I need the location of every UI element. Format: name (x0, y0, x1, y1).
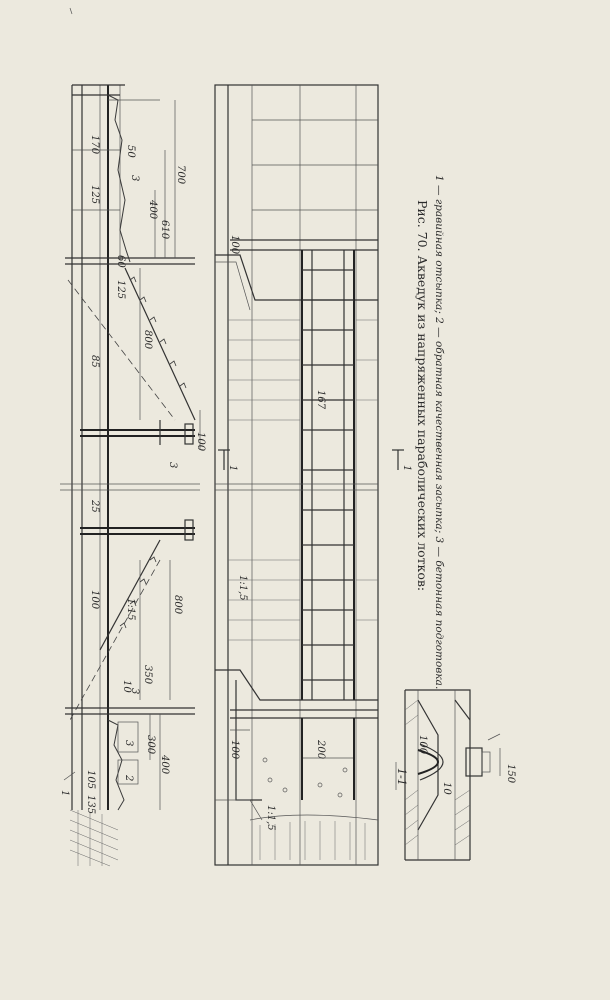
dim-label: 135 (85, 795, 96, 814)
leader-label: 1 (59, 790, 70, 796)
dim-label: 50 (125, 145, 136, 158)
dim-label: 100 (195, 432, 206, 452)
dim-label: 300 (145, 735, 156, 755)
gravel-symbols (262, 757, 348, 798)
dim-label: 800 (172, 595, 183, 615)
dim-label: 60 (115, 255, 126, 268)
leader-label: 3 (129, 175, 140, 181)
ground-hatch (69, 809, 119, 867)
elevation-view: 170 50 125 700 400 610 60 125 800 85 100… (59, 84, 206, 867)
dim-label: 400 (147, 199, 158, 220)
dim-label: 100 (229, 740, 240, 760)
leader-label: 3 (129, 688, 140, 694)
dim-label: 100 (229, 235, 240, 255)
dim-label: 105 (85, 770, 96, 789)
plan-view: 1 1 100 167 200 100 1:1,5 1:1,5 (214, 84, 412, 866)
cut-mark: 1 (227, 465, 238, 471)
leader-label: 3 (167, 462, 178, 468)
slope-hatch (228, 319, 378, 641)
section-label: 1-1 (395, 768, 408, 786)
dim-label: 125 (89, 185, 100, 204)
caption-legend: 1 — гравийная отсыпка; 2 — обратная каче… (433, 175, 445, 689)
dim-label: 700 (175, 165, 186, 185)
slope-label: 1:15 (125, 598, 136, 620)
dim-label: 350 (142, 665, 153, 685)
dim-label: 800 (142, 330, 153, 350)
slope-label: 1:1,5 (265, 805, 276, 831)
dim-label: 167 (315, 390, 326, 410)
dim-label: 100 (417, 735, 428, 755)
leader-label: 2 (123, 774, 134, 781)
figure-caption: Рис. 70. Акведук из напряженных параболи… (415, 175, 445, 689)
caption-title: Рис. 70. Акведук из напряженных параболи… (415, 200, 430, 591)
trough-ribs (302, 269, 354, 681)
leader-label: 3 (123, 740, 134, 746)
section-hatch (404, 699, 471, 846)
dim-label: 170 (89, 135, 100, 155)
dim-label: 125 (115, 280, 126, 299)
dim-label: 400 (159, 754, 170, 775)
dim-label: 200 (315, 739, 326, 760)
dim-label: 100 (89, 590, 100, 610)
dim-label: 10 (441, 782, 452, 795)
dim-label: 610 (159, 220, 170, 240)
dim-label: 150 (505, 764, 516, 784)
dim-label: 25 (89, 499, 100, 513)
dim-label: 10 (121, 680, 132, 693)
cut-mark: 1 (401, 465, 412, 471)
plan-ground-hatch (249, 814, 379, 860)
dim-label: 85 (89, 355, 100, 368)
slope-label: 1:1,5 (237, 575, 248, 601)
section-1-1: 1-1 100 10 150 (395, 689, 516, 861)
